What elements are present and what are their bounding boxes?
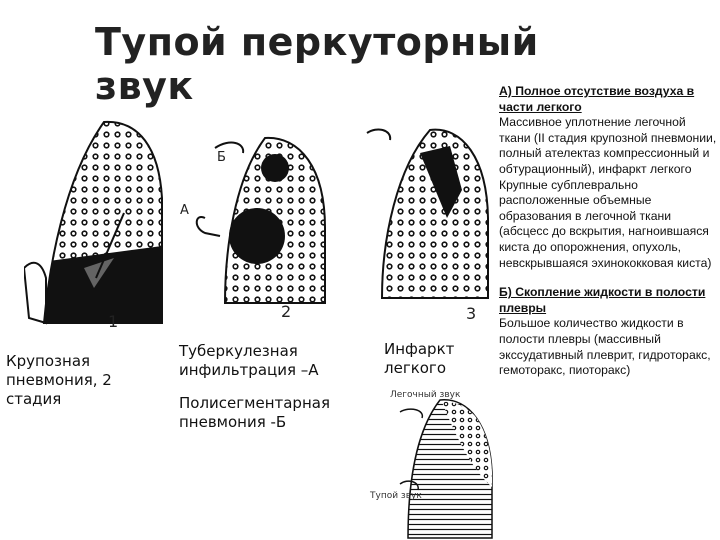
section-a-heading: А) Полное отсутствие воздуха в части лег… bbox=[499, 84, 719, 115]
section-b-heading: Б) Скопление жидкости в полости плевры bbox=[499, 285, 719, 316]
lung-diagram-1 bbox=[24, 118, 164, 328]
lung-diagram-3 bbox=[362, 118, 492, 303]
figure-number-2: 2 bbox=[281, 302, 291, 321]
label-a: А bbox=[180, 203, 189, 218]
label-lung-sound: Легочный звук bbox=[390, 390, 460, 400]
caption-lung-infarction: Инфаркт легкого bbox=[384, 340, 494, 378]
label-b: Б bbox=[217, 150, 226, 165]
label-dull-sound: Тупой звук bbox=[370, 491, 422, 501]
caption-tb-infiltration: Туберкулезная инфильтрация –А bbox=[179, 342, 364, 380]
figure-number-3: 3 bbox=[466, 304, 476, 323]
caption-lobar-pneumonia: Крупозная пневмония, 2 стадия bbox=[6, 352, 146, 409]
lung-diagram-4 bbox=[370, 392, 495, 540]
lung-diagram-2 bbox=[175, 118, 330, 308]
figure-number-1: 1 bbox=[108, 312, 118, 331]
section-a-text-1: Массивное уплотнение легочной ткани (II … bbox=[499, 115, 719, 177]
caption-polysegmental-pneumonia: Полисегментарная пневмония -Б bbox=[179, 394, 364, 432]
right-text-column: А) Полное отсутствие воздуха в части лег… bbox=[499, 84, 719, 379]
section-a-text-2: Крупные субплеврально расположенные объе… bbox=[499, 178, 719, 272]
section-b-text: Большое количество жидкости в полости пл… bbox=[499, 316, 719, 378]
